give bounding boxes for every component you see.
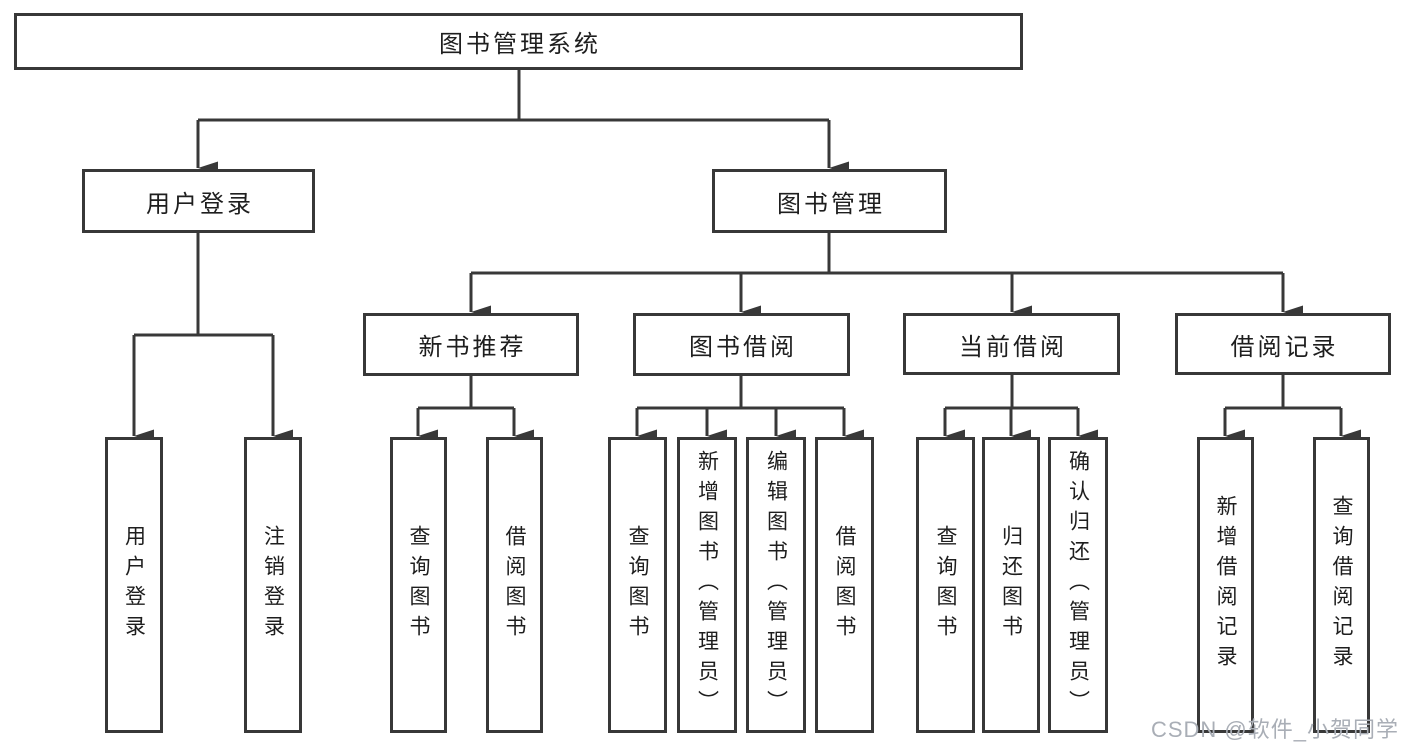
node-label: 确认归还（管理员） — [1066, 450, 1090, 720]
node-label: 用户登录 — [122, 525, 146, 645]
node-label: 注销登录 — [261, 525, 285, 645]
node-label: 图书管理 — [777, 190, 885, 218]
node-leaf-logout: 注销登录 — [244, 437, 302, 733]
node-label: 图书管理系统 — [439, 31, 601, 58]
node-bb-add-book-admin: 新增图书（管理员） — [677, 437, 737, 733]
node-label: 借阅图书 — [503, 525, 526, 645]
node-label: 当前借阅 — [959, 333, 1067, 361]
node-bb-borrow-book: 借阅图书 — [815, 437, 874, 733]
node-cb-return-book: 归还图书 — [982, 437, 1040, 733]
node-rec-borrow-book: 借阅图书 — [486, 437, 543, 733]
node-label: 归还图书 — [999, 525, 1023, 645]
node-label: 用户登录 — [146, 190, 254, 218]
node-label: 查询图书 — [626, 525, 649, 645]
node-current-borrowing: 当前借阅 — [903, 313, 1120, 375]
node-label: 借阅记录 — [1230, 333, 1339, 361]
node-bb-query-book: 查询图书 — [608, 437, 667, 733]
node-br-add-record: 新增借阅记录 — [1197, 437, 1254, 733]
node-label: 新增借阅记录 — [1214, 495, 1237, 675]
node-cb-query-book: 查询图书 — [916, 437, 975, 733]
node-label: 查询图书 — [934, 525, 957, 645]
node-bb-edit-book-admin: 编辑图书（管理员） — [746, 437, 806, 733]
node-label: 查询图书 — [407, 525, 430, 645]
csdn-watermark: CSDN @软件_小贺同学 — [1150, 717, 1399, 742]
node-label: 编辑图书（管理员） — [764, 450, 788, 720]
node-label: 借阅图书 — [833, 525, 856, 645]
node-book-management: 图书管理 — [712, 169, 947, 233]
node-rec-query-book: 查询图书 — [390, 437, 447, 733]
node-borrowing-record: 借阅记录 — [1175, 313, 1391, 375]
node-new-book-recommendation: 新书推荐 — [363, 313, 579, 376]
node-label: 新书推荐 — [418, 334, 527, 361]
node-book-borrowing: 图书借阅 — [633, 313, 850, 376]
node-br-query-record: 查询借阅记录 — [1313, 437, 1370, 733]
node-user-login: 用户登录 — [82, 169, 315, 233]
node-cb-confirm-return-admin: 确认归还（管理员） — [1048, 437, 1108, 733]
node-library-management-system: 图书管理系统 — [14, 13, 1023, 70]
node-label: 新增图书（管理员） — [695, 450, 719, 720]
node-label: 查询借阅记录 — [1330, 495, 1353, 675]
node-label: 图书借阅 — [689, 334, 797, 361]
node-leaf-user-login: 用户登录 — [105, 437, 163, 733]
